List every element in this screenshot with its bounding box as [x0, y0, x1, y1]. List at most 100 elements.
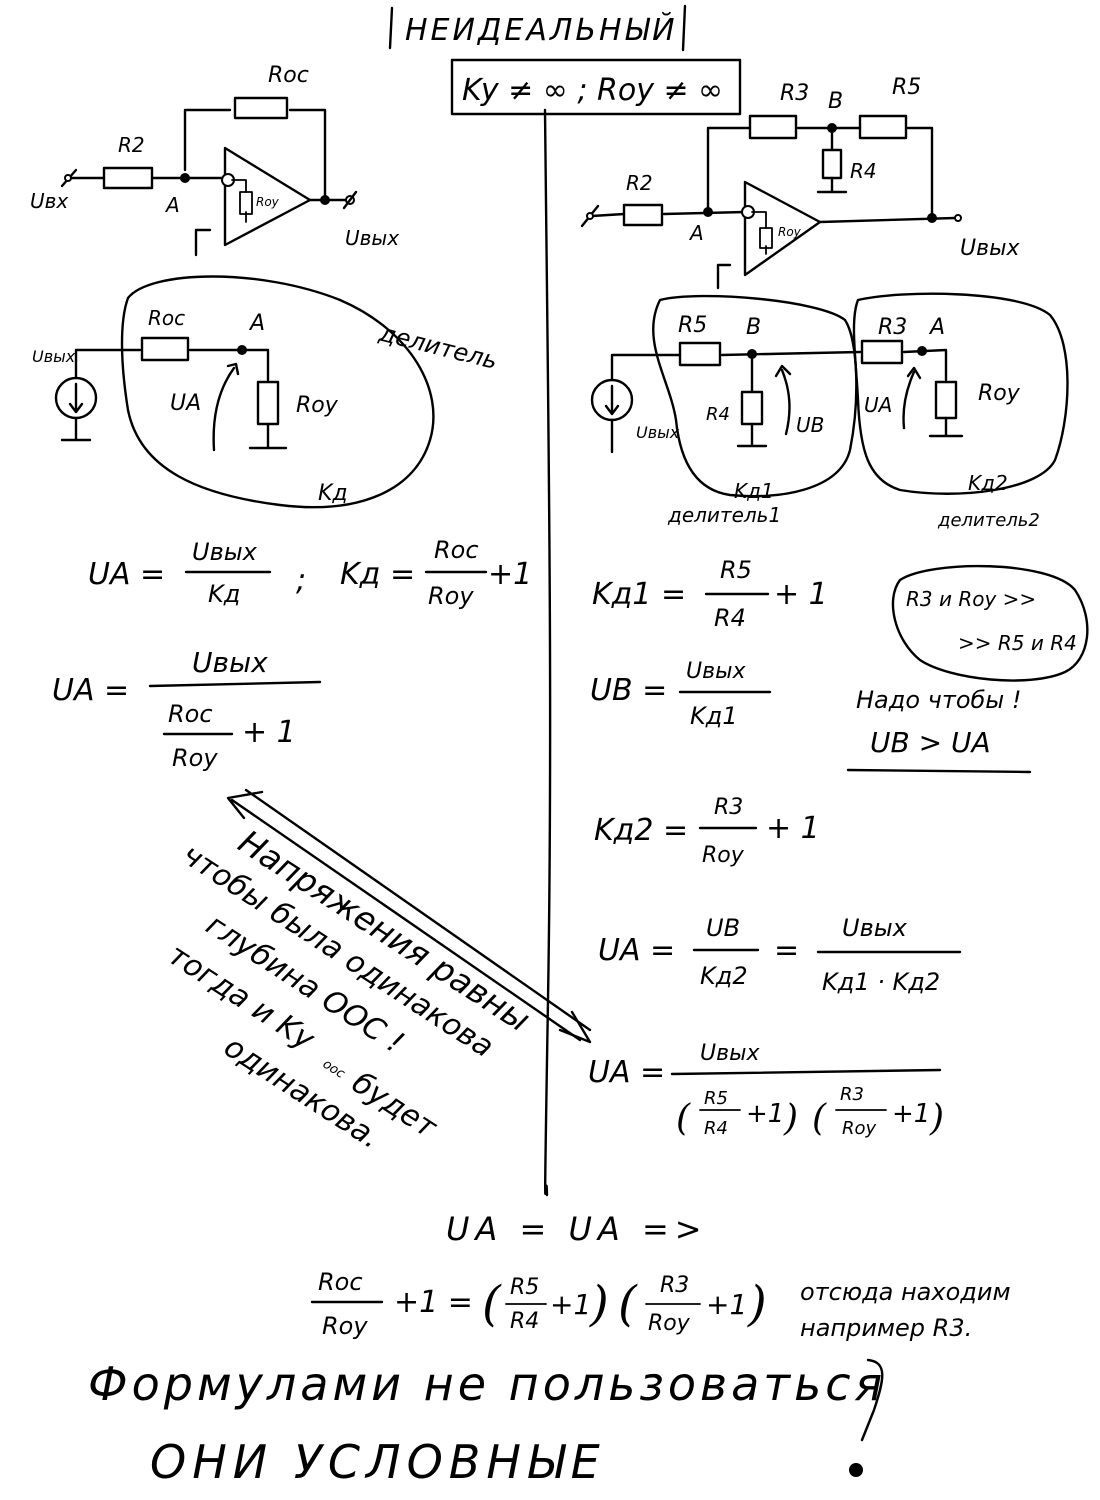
rd-source-wires	[610, 353, 682, 454]
condition-text: Ky ≠ ∞ ; Roy ≠ ∞	[462, 73, 723, 108]
bottom-r4: R4	[510, 1309, 539, 1334]
rd-ub-arrowhead	[774, 364, 792, 378]
f1-num: Uвых	[192, 538, 258, 566]
ua2-lhs: UA =	[588, 1055, 665, 1090]
divider-outline	[120, 275, 435, 509]
rd-a-label: A	[928, 315, 945, 340]
r-r2-label: R2	[626, 171, 653, 195]
rd-voltage-source-arrow	[604, 384, 620, 416]
bottom-close-paren-1: )	[589, 1276, 609, 1332]
rd-roy-resistor	[934, 380, 958, 420]
note-arrow-line-2	[244, 788, 592, 1032]
ua2-plus2: +1	[892, 1099, 930, 1129]
r-roy-internal-resistor	[759, 227, 773, 249]
f1-kden: Roy	[428, 582, 474, 610]
note-subscript: ooc	[320, 1057, 348, 1082]
rd-ua-label: UA	[864, 393, 892, 417]
f1-separator: ;	[296, 563, 306, 598]
bottom-close-paren-2: )	[747, 1276, 767, 1332]
rd-kd1-label: Kд1	[734, 479, 774, 503]
condition-bubble	[891, 564, 1089, 682]
kd2-den: Roy	[702, 843, 745, 868]
ua-arrow	[212, 366, 236, 452]
f2-inner-den: Roy	[172, 744, 218, 772]
ua2-den-c: R3	[840, 1084, 864, 1105]
f1-den: Kд	[208, 580, 240, 608]
r5-resistor	[858, 114, 908, 140]
kd1-den: R4	[714, 604, 746, 632]
divider-roc-label: Roc	[148, 306, 185, 330]
bottom-note-2: например R3.	[800, 1314, 972, 1342]
left-note: Напряжения равны чтобы была одинакова гл…	[162, 788, 592, 1156]
divider-node-a	[237, 345, 247, 355]
r-input-terminal	[586, 212, 594, 220]
ua2-open-paren-1: (	[676, 1098, 691, 1139]
ub-den: Kд1	[690, 702, 738, 730]
bottom-open-paren-2: (	[618, 1276, 638, 1332]
right-formulas: Kд1 = R5 R4 + 1 UB = Uвых Kд1 Kд2 = R3 R…	[588, 556, 962, 1139]
r5-to-output-wire	[906, 126, 934, 220]
ub-lhs: UB =	[590, 673, 667, 708]
rd-ua-arrow	[902, 370, 916, 430]
right-notes: R3 и Roy >> >> R5 и R4 Надо чтобы ! UB >…	[846, 564, 1089, 774]
bottom-open-paren-1: (	[482, 1276, 502, 1332]
roc-resistor	[233, 96, 289, 120]
f1-plus: +1	[488, 557, 532, 592]
ua2-num: Uвых	[700, 1041, 760, 1066]
rd-ub-arrow	[780, 368, 791, 436]
r-node-a-label: A	[688, 221, 704, 245]
need-note-line1: Надо чтобы !	[856, 686, 1022, 714]
r-r2-resistor	[622, 203, 664, 227]
r-opamp-triangle	[743, 180, 822, 277]
ua2-den-d: Roy	[842, 1118, 877, 1139]
node-a-dot	[180, 173, 190, 183]
right-dividers: R5 B R3 A Uвых R4 UB Roy UA Kд1 Kд2 дели…	[590, 292, 1069, 531]
bottom-section: UA = UA => Roc Roy +1 = ( R5 R4 +1 ) ( R…	[88, 1210, 1011, 1489]
warning-line-2: ОНИ УСЛОВНЫЕ	[150, 1435, 606, 1489]
ua2-plus1: +1	[746, 1099, 784, 1129]
bottom-roy: Roy	[322, 1312, 368, 1340]
r-feedback-left-wire	[706, 126, 752, 212]
divider-label: делитель	[376, 318, 501, 375]
r4-wire	[816, 126, 848, 194]
feedback-wire-left	[183, 108, 232, 172]
rd-source-label: Uвых	[636, 423, 680, 442]
divider-top-wire	[188, 348, 270, 382]
ua-eq: =	[774, 933, 799, 968]
ua-den2: Kд1 · Kд2	[822, 968, 940, 996]
rd-r4-resistor	[740, 390, 764, 426]
roc-label: Roc	[268, 63, 309, 88]
r2-resistor	[102, 166, 154, 190]
r-input-wire	[590, 212, 626, 218]
f2-num: Uвых	[192, 646, 268, 679]
feedback-wire-right	[288, 108, 327, 202]
output-node-dot	[320, 195, 330, 205]
page-divider-line	[543, 108, 552, 1197]
f1-lhs: UA =	[88, 557, 165, 592]
kd2-num: R3	[714, 795, 743, 820]
divider2-outline	[852, 292, 1069, 495]
ground-wire	[194, 228, 212, 257]
divider1-outline	[652, 294, 858, 498]
kd2-lhs: Kд2 =	[594, 813, 688, 848]
roy-internal-label: Roy	[256, 195, 280, 209]
r-output-node	[927, 213, 937, 223]
opamp-triangle	[223, 146, 312, 247]
rd-r3-label: R3	[878, 315, 907, 340]
f2-main-fraction-bar	[148, 680, 322, 688]
left-circuit: Roc R2 A Uвх Roy Uвых	[30, 63, 399, 257]
rd-divider1-label: делитель1	[667, 503, 781, 527]
f2-inner-num: Roc	[168, 700, 213, 728]
f1-k-lhs: Kд =	[340, 557, 415, 592]
header: НЕИДЕАЛЬНЫЙ Ky ≠ ∞ ; Roy ≠ ∞	[388, 4, 742, 116]
divider-kd-label: Kд	[318, 481, 348, 506]
rd-r4-wires	[736, 352, 768, 448]
b-label: B	[828, 89, 843, 114]
r-output-terminal	[954, 214, 962, 222]
rd-r5-label: R5	[678, 313, 707, 338]
bottom-eq-line: UA = UA =>	[446, 1210, 708, 1248]
node-a-label: A	[164, 193, 180, 217]
ua2-den-b: R4	[704, 1118, 728, 1139]
bottom-plus-1: +1	[550, 1288, 591, 1321]
